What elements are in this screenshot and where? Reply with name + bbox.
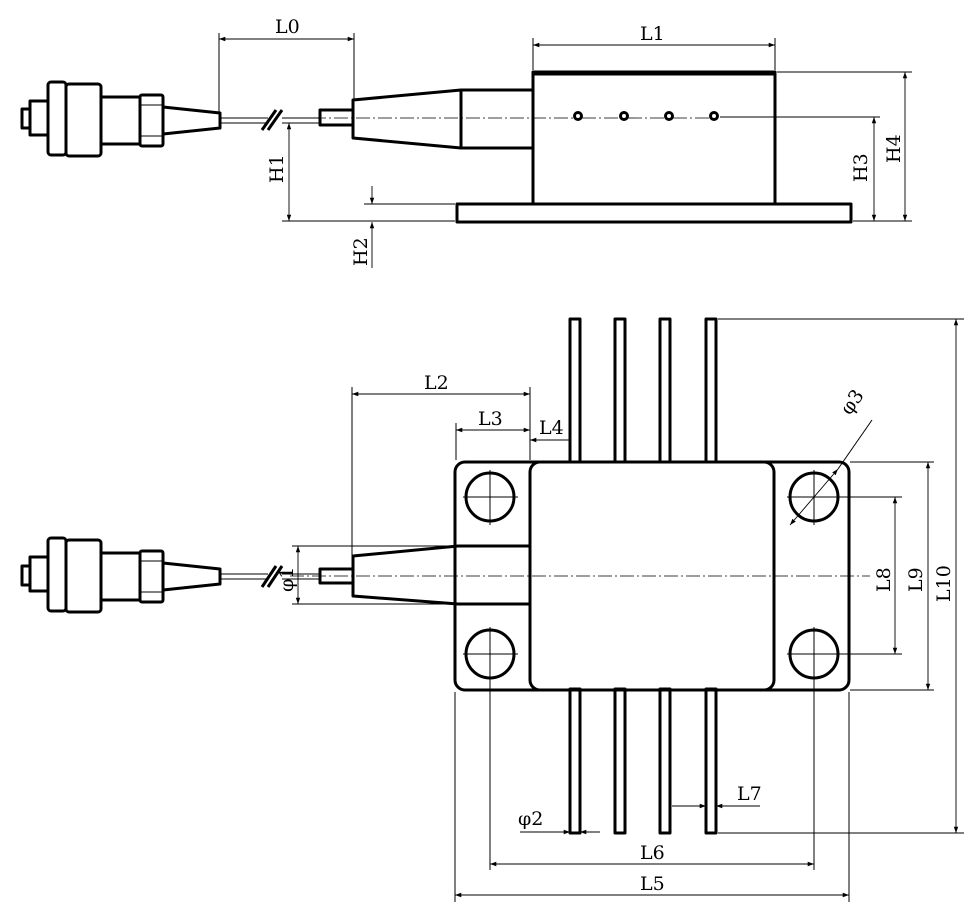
label-L8: L8 <box>873 567 895 592</box>
pins-top <box>568 317 718 464</box>
label-phi2: φ2 <box>518 808 543 830</box>
fiber-connector-side <box>20 80 222 158</box>
label-L7: L7 <box>737 783 762 805</box>
fiber-sleeve-side <box>459 88 535 150</box>
label-phi3: φ3 <box>836 385 869 418</box>
label-L5: L5 <box>640 873 665 895</box>
fiber-top <box>220 565 320 588</box>
module-body-side <box>531 70 777 206</box>
fiber-connector-top <box>20 536 222 614</box>
label-H2: H2 <box>350 237 372 266</box>
label-L6: L6 <box>640 842 665 864</box>
label-L1: L1 <box>640 23 665 45</box>
label-H4: H4 <box>883 134 905 163</box>
top-view: L2 L3 L4 φ1 φ3 L8 L9 L10 L7 φ2 L6 L5 <box>20 317 964 902</box>
label-L2: L2 <box>424 372 449 394</box>
label-L3: L3 <box>478 408 503 430</box>
label-H3: H3 <box>850 153 872 182</box>
base-flange-side <box>455 202 853 224</box>
side-view: L0 L1 H1 H2 H3 H4 <box>20 16 912 268</box>
label-L0: L0 <box>275 16 300 38</box>
pins-bottom <box>568 687 718 835</box>
fiber-boot-top <box>351 544 532 606</box>
label-phi1: φ1 <box>276 567 298 592</box>
fiber-boot-side <box>351 88 463 150</box>
label-H1: H1 <box>266 154 288 183</box>
pin-holes-side <box>573 111 719 121</box>
label-L9: L9 <box>905 567 927 592</box>
label-L10: L10 <box>933 565 955 602</box>
fiber-side <box>220 108 355 131</box>
label-L4: L4 <box>539 417 564 439</box>
